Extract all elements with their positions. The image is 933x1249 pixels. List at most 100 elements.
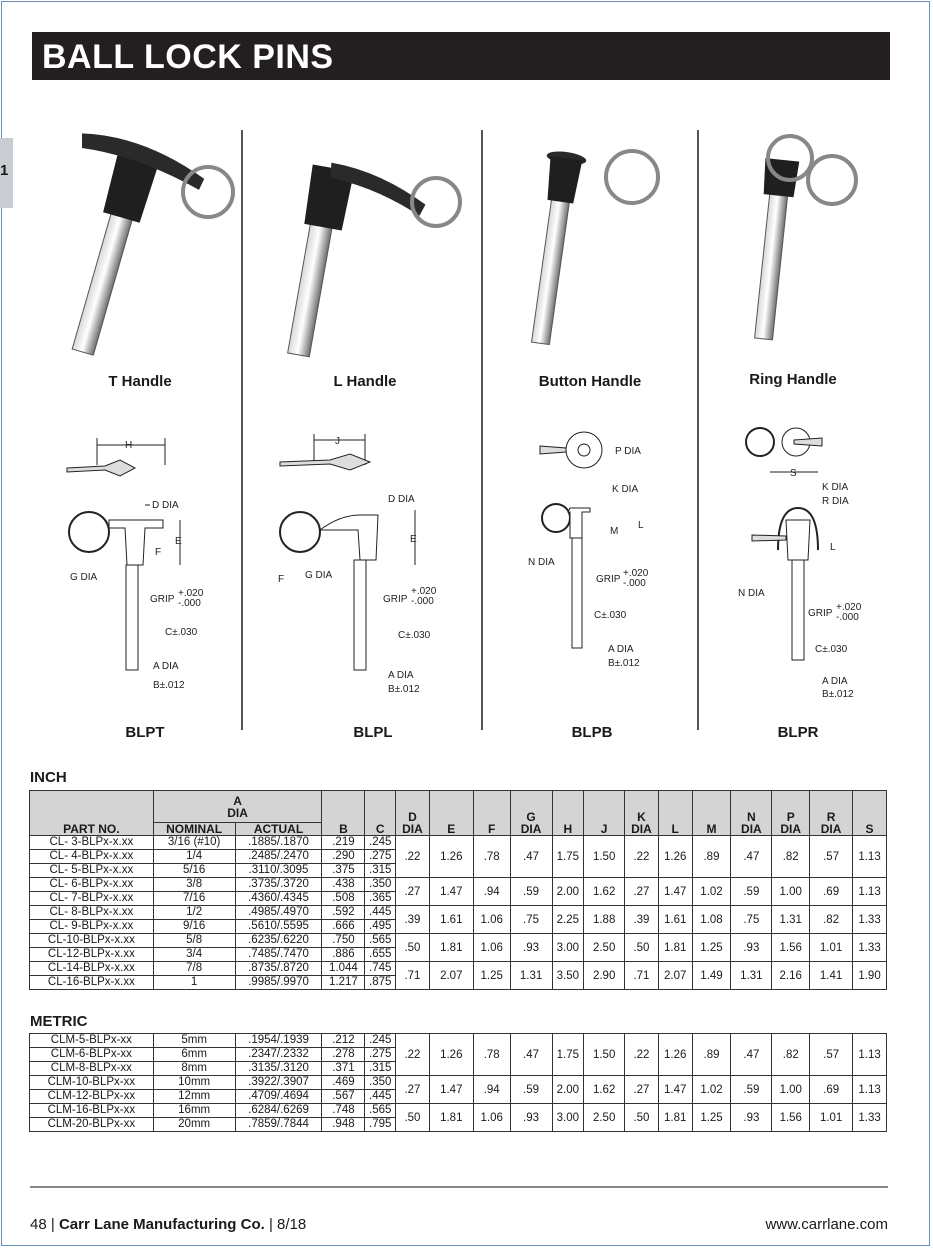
- cell-r: .82: [809, 905, 854, 934]
- dim-grip-minus: -.000: [178, 598, 201, 609]
- cell-h: 3.00: [551, 1103, 585, 1132]
- column-divider: [481, 130, 483, 730]
- model-blpt: BLPT: [125, 724, 165, 741]
- dim-f: F: [278, 574, 284, 585]
- cell-actual: .5610/.5595: [234, 919, 323, 934]
- cell-part: CL-10-BLPx-x.xx: [29, 933, 154, 948]
- cell-actual: .4985/.4970: [234, 905, 323, 920]
- cell-p: .82: [771, 835, 811, 878]
- cell-l: 1.61: [657, 905, 693, 934]
- button-handle-photo: [530, 149, 660, 346]
- dim-c: C±.030: [165, 627, 198, 638]
- button-handle-caption: Button Handle: [538, 373, 642, 390]
- cell-b: .278: [321, 1047, 366, 1062]
- cell-actual: .8735/.8720: [234, 961, 323, 976]
- cell-nominal: 20mm: [152, 1117, 236, 1132]
- metric-section-label: METRIC: [30, 1013, 88, 1030]
- cell-c: .350: [364, 877, 397, 892]
- cell-h: 2.00: [551, 1075, 585, 1104]
- dim-grip-plus: +.020: [836, 602, 862, 613]
- cell-c: .565: [364, 933, 397, 948]
- header-h: H: [551, 790, 585, 836]
- page-number: 48: [30, 1216, 47, 1233]
- cell-n: .93: [730, 933, 773, 962]
- cell-part: CL-14-BLPx-x.xx: [29, 961, 154, 976]
- website-link[interactable]: www.carrlane.com: [765, 1216, 888, 1233]
- footer-date: 8/18: [277, 1216, 307, 1233]
- cell-actual: .6235/.6220: [234, 933, 323, 948]
- cell-m: 1.25: [691, 933, 732, 962]
- cell-n: .47: [730, 1033, 773, 1076]
- cell-p: .82: [771, 1033, 811, 1076]
- dim-grip: GRIP: [596, 574, 621, 585]
- cell-nominal: 3/4: [152, 947, 236, 962]
- header-e: E: [428, 790, 474, 836]
- cell-b: .212: [321, 1033, 366, 1048]
- dim-grip-minus: -.000: [836, 612, 859, 623]
- cell-nominal: 7/8: [152, 961, 236, 976]
- ring-handle-caption: Ring Handle: [749, 371, 837, 388]
- dim-k-dia: K DIA: [612, 484, 638, 495]
- cell-s: 1.33: [852, 905, 887, 934]
- cell-b: .567: [321, 1089, 366, 1104]
- cell-part: CLM-12-BLPx-xx: [29, 1089, 154, 1104]
- cell-b: .375: [321, 863, 366, 878]
- cell-k: .27: [624, 1075, 659, 1104]
- cell-f: 1.25: [472, 961, 511, 990]
- cell-b: 1.044: [321, 961, 366, 976]
- cell-part: CL-12-BLPx-x.xx: [29, 947, 154, 962]
- dim-c: C±.030: [398, 630, 431, 641]
- cell-l: 1.81: [657, 933, 693, 962]
- cell-p: 2.16: [771, 961, 811, 990]
- cell-e: 1.47: [428, 877, 474, 906]
- cell-s: 1.33: [852, 1103, 887, 1132]
- header-actual: ACTUAL: [234, 822, 323, 836]
- cell-l: 1.26: [657, 1033, 693, 1076]
- cell-j: 1.88: [583, 905, 626, 934]
- cell-c: .275: [364, 1047, 397, 1062]
- cell-part: CL- 7-BLPx-x.xx: [29, 891, 154, 906]
- cell-m: .89: [691, 835, 732, 878]
- cell-c: .495: [364, 919, 397, 934]
- cell-j: 1.62: [583, 1075, 626, 1104]
- cell-k: .22: [624, 1033, 659, 1076]
- cell-nominal: 6mm: [152, 1047, 236, 1062]
- cell-r: .69: [809, 877, 854, 906]
- cell-part: CLM-16-BLPx-xx: [29, 1103, 154, 1118]
- dim-e: E: [175, 536, 182, 547]
- cell-j: 2.50: [583, 1103, 626, 1132]
- dim-grip-minus: -.000: [411, 596, 434, 607]
- cell-part: CLM-10-BLPx-xx: [29, 1075, 154, 1090]
- cell-c: .315: [364, 863, 397, 878]
- cell-c: .445: [364, 1089, 397, 1104]
- cell-m: .89: [691, 1033, 732, 1076]
- ring-handle-photo: [754, 134, 858, 341]
- cell-c: .655: [364, 947, 397, 962]
- cell-p: 1.31: [771, 905, 811, 934]
- cell-actual: .2485/.2470: [234, 849, 323, 864]
- t-handle-caption: T Handle: [108, 373, 172, 390]
- cell-part: CLM-20-BLPx-xx: [29, 1117, 154, 1132]
- cell-g: .93: [509, 1103, 553, 1132]
- dim-a-dia: A DIA: [608, 644, 634, 655]
- cell-s: 1.33: [852, 933, 887, 962]
- dim-r-dia: R DIA: [822, 496, 849, 507]
- dim-grip-plus: +.020: [178, 588, 204, 599]
- cell-p: 1.56: [771, 1103, 811, 1132]
- cell-part: CLM-6-BLPx-xx: [29, 1047, 154, 1062]
- cell-r: 1.01: [809, 933, 854, 962]
- cell-m: 1.08: [691, 905, 732, 934]
- cell-c: .350: [364, 1075, 397, 1090]
- dim-l: L: [638, 520, 644, 531]
